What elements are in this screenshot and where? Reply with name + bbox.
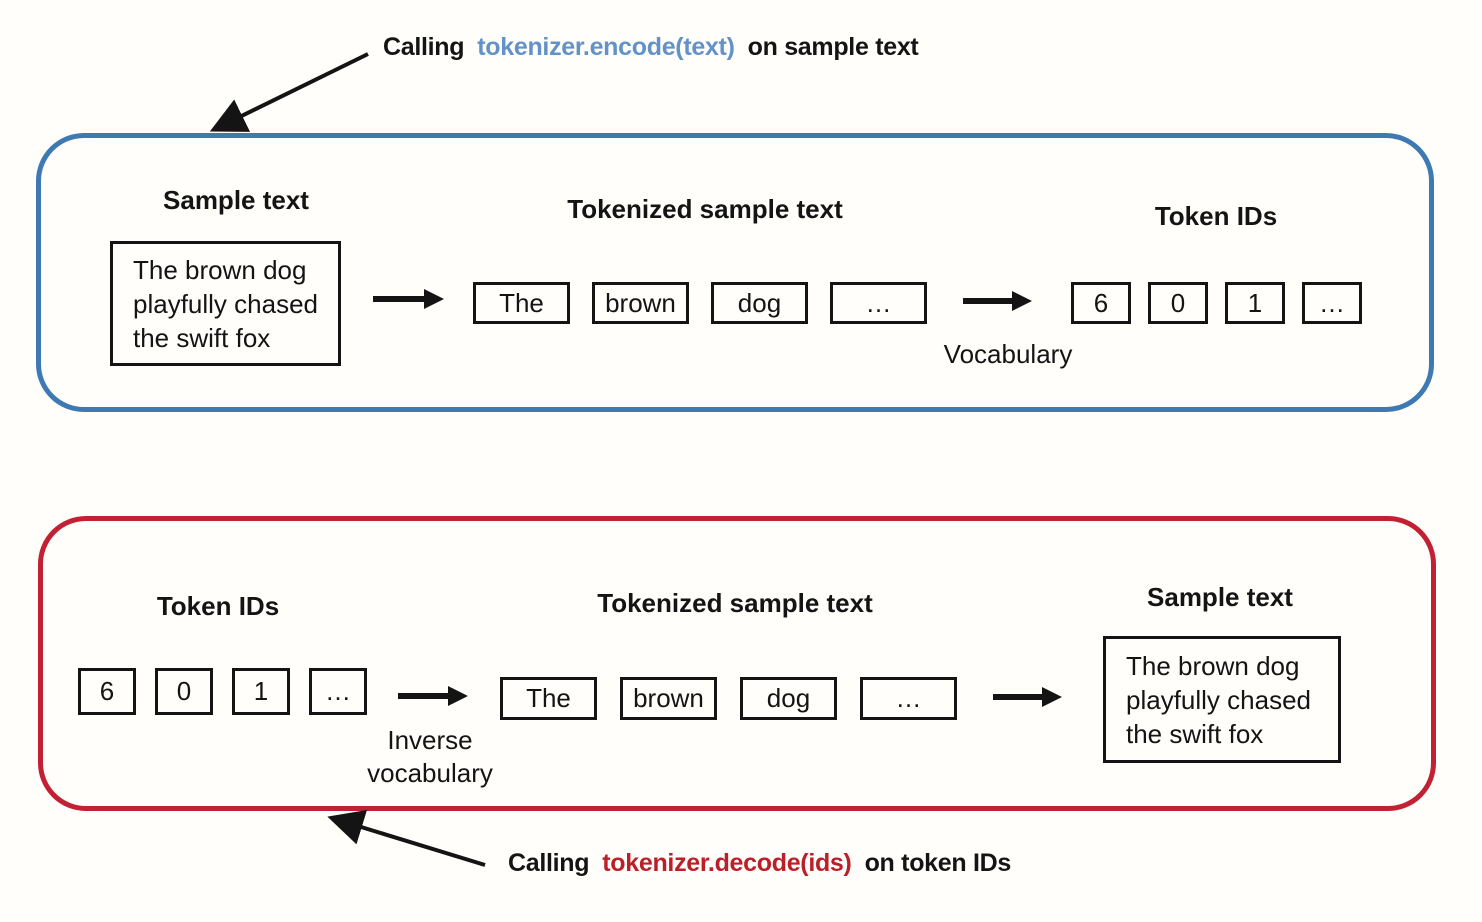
flow-arrow-sample-to-tokens xyxy=(373,296,424,302)
decode-token-ids-heading: Token IDs xyxy=(156,591,280,621)
encode-panel: Sample text The brown dog playfully chas… xyxy=(36,133,1434,412)
flow-arrow-tokens-to-ids xyxy=(963,298,1012,304)
token-id-box: 1 xyxy=(232,668,290,715)
token-id-box-ellipsis: … xyxy=(1302,282,1362,324)
decode-caption-suffix: on token IDs xyxy=(864,849,1012,877)
token-id-box: 0 xyxy=(155,668,213,715)
token-box: The xyxy=(500,677,597,720)
token-box: The xyxy=(473,282,570,324)
token-box: brown xyxy=(592,282,689,324)
decode-caption-arrow xyxy=(327,810,486,867)
flow-arrow-ids-to-tokens xyxy=(398,693,448,699)
token-id-box: 0 xyxy=(1148,282,1208,324)
token-id-box-ellipsis: … xyxy=(309,668,367,715)
encode-caption: Calling tokenizer.encode(text) on sample… xyxy=(383,33,919,62)
decode-panel: Token IDs 6 0 1 … Inverse vocabulary Tok… xyxy=(38,516,1436,811)
encode-token-row: The brown dog … xyxy=(473,282,927,324)
encode-token-ids-heading: Token IDs xyxy=(1154,201,1278,231)
token-box: dog xyxy=(711,282,808,324)
token-id-box: 1 xyxy=(1225,282,1285,324)
encode-sample-heading: Sample text xyxy=(163,185,309,215)
decode-caption: Calling tokenizer.decode(ids) on token I… xyxy=(508,849,1011,878)
decode-token-row: The brown dog … xyxy=(500,677,957,720)
decode-sample-text-box: The brown dog playfully chased the swift… xyxy=(1103,636,1341,763)
encode-tokenized-heading: Tokenized sample text xyxy=(567,194,843,224)
token-box: dog xyxy=(740,677,837,720)
decode-id-row: 6 0 1 … xyxy=(78,668,367,715)
encode-id-row: 6 0 1 … xyxy=(1071,282,1362,324)
token-box-ellipsis: … xyxy=(860,677,957,720)
decode-caption-prefix: Calling xyxy=(508,849,590,877)
encode-caption-arrow xyxy=(209,52,369,132)
token-id-box: 6 xyxy=(78,668,136,715)
vocabulary-label: Vocabulary xyxy=(943,339,1073,369)
decode-code-text: tokenizer.decode(ids) xyxy=(602,849,852,877)
decode-tokenized-heading: Tokenized sample text xyxy=(597,588,873,618)
encode-code-text: tokenizer.encode(text) xyxy=(477,33,735,61)
token-box: brown xyxy=(620,677,717,720)
encode-caption-prefix: Calling xyxy=(383,33,465,61)
token-box-ellipsis: … xyxy=(830,282,927,324)
inverse-vocabulary-label: Inverse vocabulary xyxy=(367,725,493,788)
flow-arrow-tokens-to-sample xyxy=(993,694,1042,700)
encode-caption-suffix: on sample text xyxy=(747,33,919,61)
decode-sample-heading: Sample text xyxy=(1147,582,1293,612)
encode-sample-text-box: The brown dog playfully chased the swift… xyxy=(110,241,341,366)
token-id-box: 6 xyxy=(1071,282,1131,324)
